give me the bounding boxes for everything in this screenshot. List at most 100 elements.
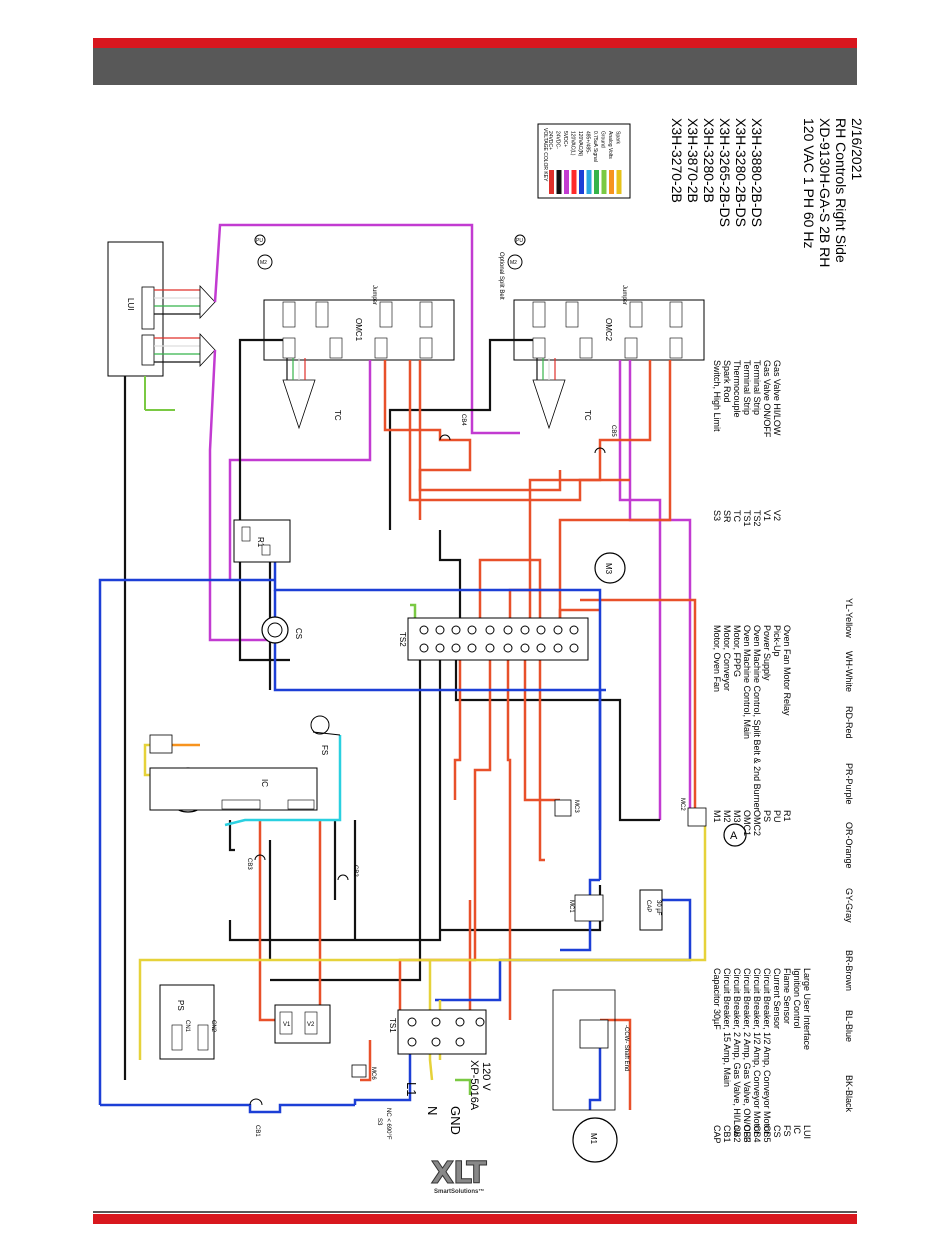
legend-desc: Thermocouple (732, 360, 742, 418)
svg-text:CB2: CB2 (352, 865, 358, 877)
voltage-swatch (609, 170, 614, 194)
legend-desc: Oven Fan Motor Relay (782, 625, 792, 716)
drawing-number: XD-9130H-GA-S 2B RH (817, 118, 833, 267)
m1-fan-motor: M1 -CCW- Shaft End (552, 989, 629, 1163)
ps-label: PS (176, 1000, 185, 1011)
wire-color-label: OR-Orange (844, 822, 854, 869)
legend-code: PS (762, 810, 772, 822)
omc1-jumper-label: Jumper (371, 285, 377, 305)
ps-supply: PS CN1 CN2 (159, 984, 216, 1060)
red-wires (258, 360, 697, 1110)
voltage-swatch (601, 170, 607, 194)
voltage-swatch (571, 170, 577, 194)
voltage-key-label: Ground (600, 131, 606, 148)
ammeter: A (723, 823, 747, 847)
omc2-belt-note: Optional Split Belt (498, 252, 504, 300)
cap-box (639, 889, 663, 931)
svg-text:M1: M1 (589, 1133, 598, 1145)
legend-code: M1 (712, 810, 722, 823)
capacitor: CAP 30 µF (639, 889, 663, 931)
voltage-key-label: 485+/485- (585, 131, 591, 154)
lui-label: LUI (126, 298, 135, 310)
legend-desc: Circuit Breaker, 2 Amp, Gas Valve, ON/OF… (742, 968, 752, 1143)
legend-desc: Circuit Breaker, 2 Amp, Gas Valve, HI/Lo… (732, 968, 742, 1137)
wire-color-label: WH-White (844, 651, 854, 692)
legend-code: PU (772, 810, 782, 823)
legend-code: CB1 (722, 1125, 732, 1143)
legend-desc: Ignition Control (792, 968, 802, 1029)
svg-text:CB3: CB3 (246, 858, 252, 870)
legend-code: CB3 (742, 1125, 752, 1143)
header-red-bar (93, 38, 857, 48)
footer-line (93, 1211, 857, 1213)
legend-code: FS (782, 1125, 792, 1137)
omc1-label: OMC1 (354, 318, 363, 342)
voltage-key-label: 24VDC- (555, 131, 561, 149)
omc2-m2-label: M2 (510, 260, 517, 266)
ts1-box (397, 1009, 487, 1055)
drawing-date: 2/16/2021 (849, 118, 865, 180)
ts1-label: TS1 (388, 1018, 397, 1033)
fs-sensor: FS (310, 715, 341, 755)
logo-tagline: SmartSolutions™ (434, 1188, 484, 1195)
legend-desc: Gas Valve HI/LOW (772, 360, 782, 436)
misc-wires (170, 603, 472, 1095)
legend-code: LUI (802, 1125, 812, 1139)
voltage-key-label: Analog Volts (607, 131, 613, 159)
legend-code: M3 (732, 810, 742, 823)
legend-code: SR (722, 510, 732, 523)
omc1-m2-label: M2 (260, 260, 267, 266)
svg-text:CB1: CB1 (254, 1125, 260, 1137)
legend-code: TC (732, 510, 742, 522)
ps-cn2-label: CN2 (210, 1020, 216, 1033)
omc2-pu-label: PU (516, 238, 523, 244)
ts1-strip: TS1 (388, 1009, 487, 1055)
fan-note: -CCW- Shaft End (623, 1025, 629, 1071)
mc6-label: MC6 (370, 1067, 376, 1080)
legend-code: TS1 (742, 510, 752, 527)
cs-label: CS (294, 628, 303, 639)
legend-code: OMC1 (742, 810, 752, 836)
legend-code: CB5 (762, 1125, 772, 1143)
r1-label: R1 (256, 537, 265, 548)
voltage-swatch (556, 170, 562, 194)
mc2-label: MC2 (679, 798, 685, 811)
omc1-board: OMC1 M2 PU Jumper TC (254, 234, 455, 430)
legend-desc: Spark Rod (722, 360, 732, 403)
gas-valves: V1 V2 (274, 1004, 331, 1044)
wire-color-label: BL-Blue (844, 1010, 854, 1042)
model-5: X3H-3280-2B-DS (733, 118, 749, 227)
m3-motor: M3 (594, 552, 626, 584)
voltage-swatch (616, 170, 622, 194)
voltage-key-label: 5VDC+ (562, 131, 568, 147)
legend-desc: Capacitor 30µF (712, 968, 722, 1030)
omc2-jumper-label: Jumper (621, 285, 627, 305)
legend-code: V2 (772, 510, 782, 521)
power-inputs: L1 N GND 120 V XP-5016A S3 NC < 690°F (376, 1060, 492, 1140)
svg-text:CB4: CB4 (460, 414, 466, 426)
omc1-pu-label: PU (256, 238, 263, 244)
power-part: XP-5016A (468, 1060, 480, 1111)
legend-desc: Large User Interface (802, 968, 812, 1050)
legend-desc: Circuit Breaker, 1/2 Amp, Conveyor Motor (752, 968, 762, 1134)
legend-desc: Circuit Breaker, 15 Amp, Main (722, 968, 732, 1087)
drawing-desc: RH Controls Right Side (833, 118, 849, 263)
header-gray-bar (93, 48, 857, 85)
ps-cn1-label: CN1 (184, 1020, 190, 1033)
legend-desc: Current Sensor (772, 968, 782, 1029)
footer-red-bar (93, 1214, 857, 1224)
wire-color-label: RD-Red (844, 706, 854, 739)
wire-color-label: BR-Brown (844, 950, 854, 991)
mc-connectors: MC1 MC2 MC3 MC6 (351, 798, 707, 1080)
voltage-key-label: 120VAC(L) (570, 131, 576, 156)
black-wires (123, 338, 660, 1080)
svg-text:V2: V2 (307, 1022, 315, 1028)
ts2-box (407, 617, 589, 661)
l1-label: L1 (404, 1082, 419, 1096)
svg-text:CB5: CB5 (610, 425, 616, 437)
fs-label: FS (320, 745, 329, 755)
legend-code: R1 (782, 810, 792, 822)
